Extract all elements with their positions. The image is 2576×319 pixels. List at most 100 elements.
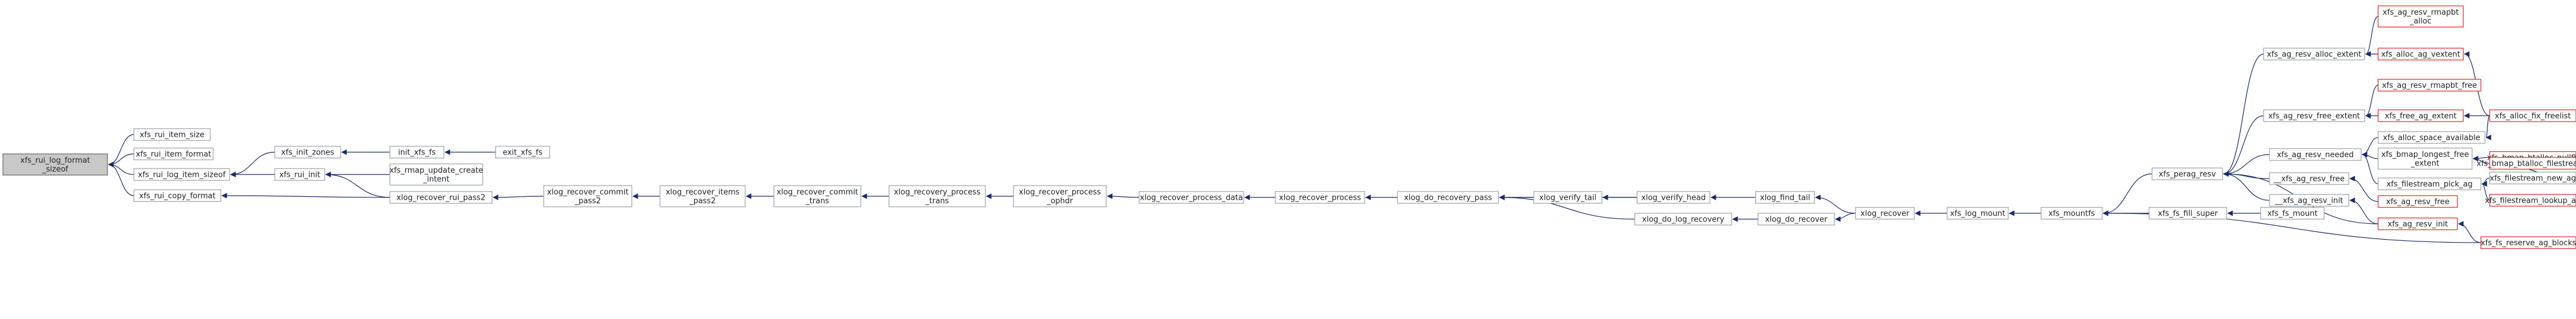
edge-bmap-longest-free-extent-to-ag-resv-needed — [2362, 152, 2379, 159]
node-label: xfs_ag_resv_rmapbt_free — [2382, 82, 2477, 90]
node-label: xlog_find_tail — [1760, 194, 1810, 203]
node-box — [1139, 191, 1244, 204]
node-ag-resv-free-extent[interactable]: xfs_ag_resv_free_extent — [2263, 109, 2365, 122]
node-label: xfs_ag_resv_needed — [2277, 151, 2353, 160]
node-label: _alloc — [2409, 17, 2432, 26]
node-fs-mount[interactable]: xfs_fs_mount — [2260, 207, 2325, 220]
node-box — [1636, 191, 1710, 204]
node-find-tail[interactable]: xlog_find_tail — [1755, 191, 1815, 204]
node-box — [773, 185, 861, 207]
node---ag-resv-init[interactable]: __xfs_ag_resv_init — [2269, 194, 2349, 207]
node-box — [1397, 191, 1499, 204]
node-verify-head[interactable]: xlog_verify_head — [1636, 191, 1710, 204]
node-label: __xfs_ag_resv_init — [2275, 197, 2343, 206]
node-label: _ophdr — [1046, 197, 1073, 206]
node-ag-resv-alloc-extent[interactable]: xfs_ag_resv_alloc_extent — [2263, 48, 2365, 61]
node-recovery-process-trans[interactable]: xlog_recovery_process_trans — [888, 185, 986, 207]
node-filestream-lookup-ag[interactable]: xfs_filestream_lookup_ag — [2485, 194, 2576, 207]
node-bmap-longest-free-extent[interactable]: xfs_bmap_longest_free_extent — [2378, 147, 2473, 170]
edge-ag-resv-free-extent-to-perag-resv — [2223, 115, 2264, 177]
node---ag-resv-free[interactable]: __xfs_ag_resv_free — [2269, 172, 2349, 185]
node-exit-xfs-fs[interactable]: exit_xfs_fs — [495, 146, 550, 159]
node-recover-items-pass2[interactable]: xlog_recover_items_pass2 — [659, 185, 746, 207]
node-label: xfs_ag_resv_free_extent — [2268, 112, 2360, 121]
node-rui-item-format[interactable]: xfs_rui_item_format — [133, 147, 214, 160]
node-recover-process-ophdr[interactable]: xlog_recover_process_ophdr — [1013, 185, 1107, 207]
node-label: _pass2 — [689, 197, 716, 206]
node-recover-commit-pass2[interactable]: xlog_recover_commit_pass2 — [543, 185, 632, 207]
node-label: _extent — [2410, 159, 2439, 168]
node-fs-reserve-ag-blocks[interactable]: xfs_fs_reserve_ag_blocks — [2480, 236, 2576, 249]
node-recover-rui-pass2[interactable]: xlog_recover_rui_pass2 — [389, 191, 493, 204]
node-root[interactable]: xfs_rui_log_format_sizeof — [2, 153, 108, 176]
node-init-xfs-fs[interactable]: init_xfs_fs — [389, 146, 445, 159]
node-rui-copy-format[interactable]: xfs_rui_copy_format — [133, 189, 221, 202]
node-box — [2378, 217, 2458, 230]
node-ag-resv-needed[interactable]: xfs_ag_resv_needed — [2269, 148, 2362, 161]
node-label: xlog_recover_items — [666, 188, 740, 197]
node-do-recovery-pass[interactable]: xlog_do_recovery_pass — [1397, 191, 1499, 204]
node-init-zones[interactable]: xfs_init_zones — [274, 146, 341, 159]
edge-filestream-lookup-ag-to-filestream-pick-ag — [2481, 181, 2490, 201]
node-ag-resv-rmapbt-alloc[interactable]: xfs_ag_resv_rmapbt_alloc — [2378, 5, 2464, 28]
node-box — [2489, 157, 2576, 170]
node-xlog-recover[interactable]: xlog_recover — [1855, 207, 1915, 220]
node-do-log-recovery[interactable]: xlog_do_log_recovery — [1634, 213, 1732, 226]
node-box — [659, 185, 746, 207]
node-do-recover[interactable]: xlog_do_recover — [1757, 213, 1835, 226]
node-label: xfs_rui_init — [280, 171, 321, 180]
node-box — [2378, 109, 2464, 122]
node-fs-fill-super[interactable]: xfs_fs_fill_super — [2149, 207, 2227, 220]
node-box — [1947, 207, 2009, 220]
node-alloc-fix-freelist[interactable]: xfs_alloc_fix_freelist — [2489, 109, 2576, 122]
node-free-ag-extent[interactable]: xfs_free_ag_extent — [2378, 109, 2464, 122]
node-box — [2263, 48, 2365, 61]
edge-filestream-new-ag-to-filestream-pick-ag — [2481, 177, 2490, 187]
node-verify-tail[interactable]: xlog_verify_tail — [1533, 191, 1602, 204]
edge-rui-copy-format-to-root — [108, 162, 134, 196]
node-recover-process[interactable]: xlog_recover_process — [1275, 191, 1365, 204]
edge---ag-resv-init-to-perag-resv — [2223, 171, 2270, 201]
node-box — [543, 185, 632, 207]
node-recover-process-data[interactable]: xlog_recover_process_data — [1139, 191, 1244, 204]
node-box — [2269, 194, 2349, 207]
node-box — [1855, 207, 1915, 220]
node-recover-commit-trans[interactable]: xlog_recover_commit_trans — [773, 185, 861, 207]
node-bmap-btalloc-filestreams[interactable]: xfs_bmap_btalloc_filestreams — [2477, 157, 2576, 170]
node-box — [274, 146, 341, 159]
node-rui-item-size[interactable]: xfs_rui_item_size — [133, 128, 211, 141]
node-rui-init[interactable]: xfs_rui_init — [274, 168, 325, 181]
edge-do-log-recovery-to-do-recovery-pass — [1499, 194, 1635, 220]
node-alloc-space-available[interactable]: xfs_alloc_space_available — [2378, 131, 2486, 144]
node-perag-resv[interactable]: xfs_perag_resv — [2151, 167, 2223, 180]
node-box — [274, 168, 325, 181]
node-box — [133, 147, 214, 160]
node-box — [2260, 207, 2325, 220]
node-label: xfs_rui_copy_format — [139, 192, 215, 201]
node-label: xfs_alloc_fix_freelist — [2495, 112, 2571, 121]
edge-ag-resv-init-to---ag-resv-init — [2349, 197, 2379, 224]
node-box — [2378, 195, 2458, 208]
node-label: _trans — [805, 197, 829, 206]
edge-bmap-btalloc-filestreams-to-bmap-longest-free-extent — [2473, 156, 2490, 164]
node-mountfs[interactable]: xfs_mountfs — [2040, 207, 2103, 220]
node-rmap-update-create-intent[interactable]: xfs_rmap_update_create_intent — [389, 163, 483, 186]
edge-recover-rui-pass2-to-rui-copy-format — [221, 193, 390, 199]
node-box — [2378, 177, 2481, 190]
node-ag-resv-init[interactable]: xfs_ag_resv_init — [2378, 217, 2458, 230]
node-label: xfs_rui_log_format — [21, 156, 90, 165]
node-box — [133, 168, 230, 181]
node-filestream-new-ag[interactable]: xfs_filestream_new_ag — [2489, 172, 2576, 184]
node-label: xfs_bmap_btalloc_filestreams — [2477, 160, 2576, 169]
node-rui-log-item-sizeof[interactable]: xfs_rui_log_item_sizeof — [133, 168, 230, 181]
node-log-mount[interactable]: xfs_log_mount — [1947, 207, 2009, 220]
edge-alloc-space-available-to-ag-resv-needed — [2362, 137, 2379, 157]
node-filestream-pick-ag[interactable]: xfs_filestream_pick_ag — [2378, 177, 2481, 190]
node-label: xlog_recovery_process — [894, 188, 981, 197]
node-alloc-ag-vextent[interactable]: xfs_alloc_ag_vextent — [2378, 48, 2464, 61]
node-ag-resv-rmapbt-free[interactable]: xfs_ag_resv_rmapbt_free — [2378, 79, 2481, 92]
node-ag-resv-free[interactable]: xfs_ag_resv_free — [2378, 195, 2458, 208]
node-label: __xfs_ag_resv_free — [2273, 175, 2345, 184]
node-label: xlog_recover_process — [1279, 194, 1361, 203]
